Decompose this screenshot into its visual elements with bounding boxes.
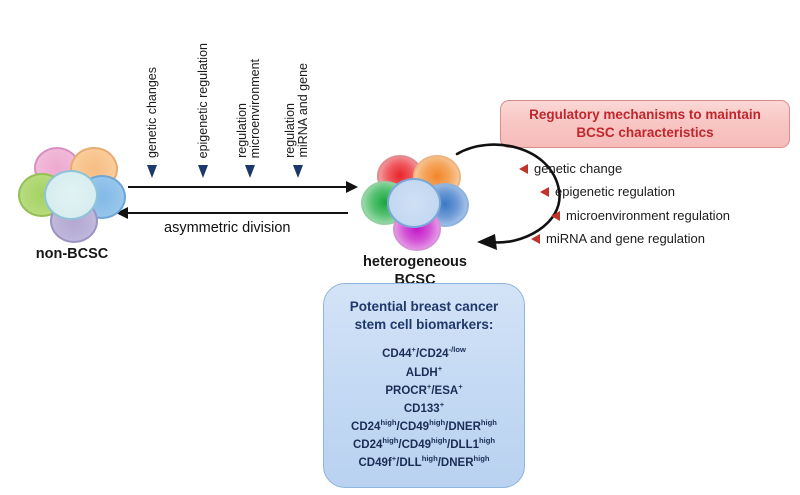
driver-label-genetic-changes: genetic changes bbox=[145, 28, 159, 158]
driver-arrow-epigenetic-regulation-icon bbox=[198, 165, 208, 178]
biomarker-item: CD24high/CD49high/DLL1high bbox=[352, 436, 496, 452]
regulatory-mechanisms-banner: Regulatory mechanisms to maintain BCSC c… bbox=[500, 100, 790, 148]
driver-label-line: miRNA and gene bbox=[296, 63, 311, 158]
driver-label-mirna-and-gene-regulation: miRNA and gene regulation bbox=[283, 30, 311, 158]
mechanism-item-microenvironment-regulation: microenvironment regulation bbox=[551, 208, 730, 223]
bullet-triangle-icon bbox=[540, 186, 549, 197]
mechanism-label: miRNA and gene regulation bbox=[546, 231, 705, 246]
biomarker-item: CD24high/CD49high/DNERhigh bbox=[351, 418, 497, 434]
bullet-triangle-icon bbox=[519, 163, 528, 174]
mechanism-label: epigenetic regulation bbox=[555, 184, 675, 199]
mechanism-label: microenvironment regulation bbox=[566, 208, 731, 223]
regulatory-mechanisms-banner-text: Regulatory mechanisms to maintain BCSC c… bbox=[529, 106, 761, 140]
biomarker-box: Potential breast cancer stem cell biomar… bbox=[323, 283, 525, 488]
driver-arrow-genetic-changes-icon bbox=[147, 165, 157, 178]
mechanism-label: genetic change bbox=[534, 161, 623, 176]
driver-label-line: regulation bbox=[283, 103, 297, 158]
driver-arrow-microenvironment-regulation-icon bbox=[245, 165, 255, 178]
driver-label-line: genetic changes bbox=[145, 66, 159, 158]
mechanism-item-genetic-change: genetic change bbox=[519, 161, 622, 176]
biomarker-item: PROCR+/ESA+ bbox=[385, 381, 463, 397]
cluster-label-non-bcsc: non-BCSC bbox=[35, 246, 109, 262]
driver-arrow-mirna-and-gene-regulation-icon bbox=[293, 165, 303, 178]
forward-arrow-line bbox=[128, 186, 348, 188]
cluster-heterogeneous-bcsc: heterogeneous BCSC bbox=[355, 153, 475, 288]
asymmetric-division-label: asymmetric division bbox=[164, 220, 291, 236]
biomarker-item: CD44+/CD24-/low bbox=[382, 345, 466, 361]
driver-label-line: microenvironment bbox=[248, 58, 263, 158]
driver-label-microenvironment-regulation: microenvironment regulation bbox=[235, 22, 263, 158]
mechanism-item-mirna-and-gene-regulation: miRNA and gene regulation bbox=[531, 231, 705, 246]
biomarker-item: ALDH+ bbox=[405, 363, 443, 379]
driver-label-epigenetic-regulation: epigenetic regulation bbox=[196, 10, 210, 158]
cluster-cell-center bbox=[44, 170, 98, 220]
driver-label-line: regulation bbox=[235, 103, 249, 158]
forward-arrow-head-icon bbox=[346, 181, 358, 193]
cluster-non-bcsc: non-BCSC bbox=[12, 145, 132, 262]
mechanism-item-epigenetic-regulation: epigenetic regulation bbox=[540, 184, 675, 199]
biomarker-box-title: Potential breast cancer stem cell biomar… bbox=[349, 299, 499, 333]
reverse-arrow-line bbox=[128, 212, 348, 214]
cluster-cell-center bbox=[387, 178, 441, 228]
bullet-triangle-icon bbox=[531, 233, 540, 244]
biomarker-item: CD49f+/DLLhigh/DNERhigh bbox=[358, 454, 490, 470]
bullet-triangle-icon bbox=[551, 210, 560, 221]
biomarker-item: CD133+ bbox=[403, 400, 445, 415]
driver-label-line: epigenetic regulation bbox=[196, 42, 210, 158]
